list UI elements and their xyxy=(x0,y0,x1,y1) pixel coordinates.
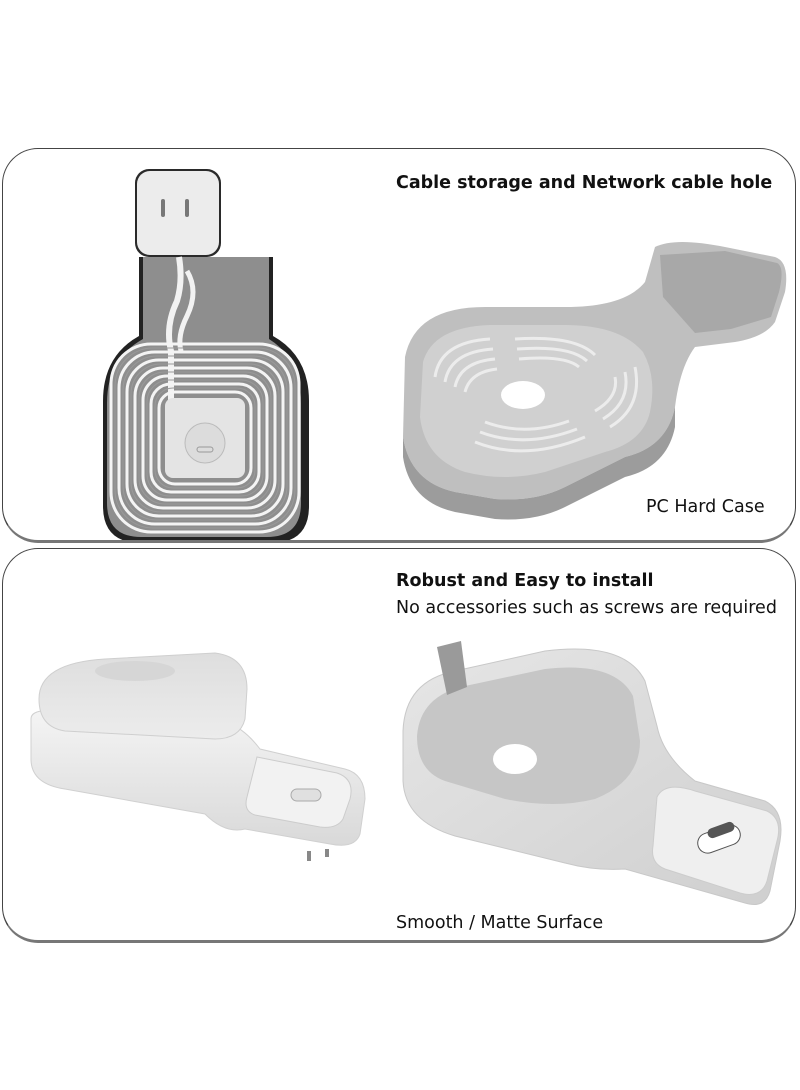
feature-panel-easy-install: Robust and Easy to install No accessorie… xyxy=(2,548,796,943)
material-caption: PC Hard Case xyxy=(646,497,765,517)
surface-caption: Smooth / Matte Surface xyxy=(396,913,604,933)
panel-subheading: No accessories such as screws are requir… xyxy=(396,598,777,618)
panel-heading: Cable storage and Network cable hole xyxy=(396,173,773,193)
panel-heading: Robust and Easy to install xyxy=(396,571,654,591)
holder-perspective-image xyxy=(403,242,787,520)
holder-smooth-tray-image xyxy=(402,641,782,905)
holder-front-view-image xyxy=(103,169,309,540)
holder-with-router-image xyxy=(30,652,366,861)
feature-panel-cable-storage: Cable storage and Network cable hole xyxy=(2,148,796,543)
